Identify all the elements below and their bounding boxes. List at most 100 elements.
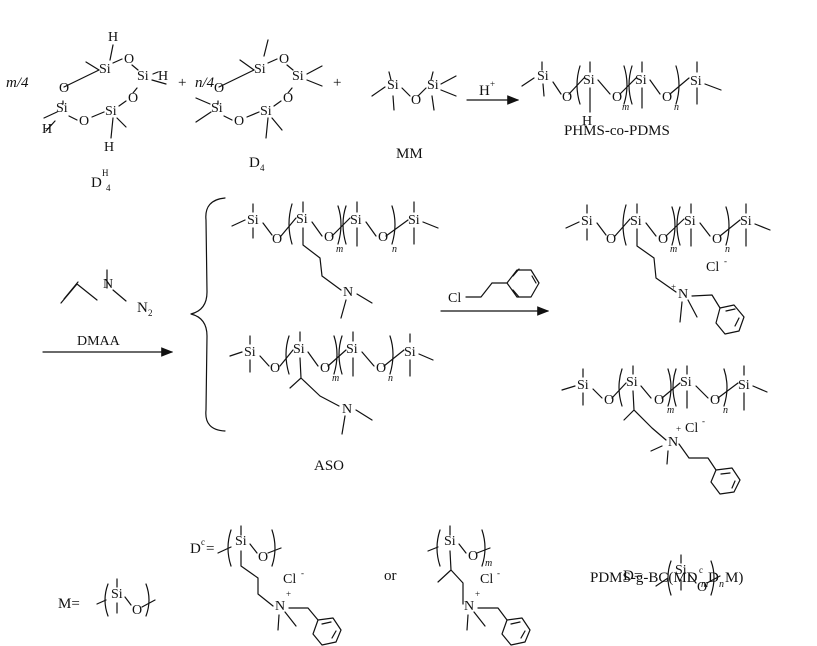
legend-dc-unit: D c = Si O N + Cl -: [190, 525, 342, 646]
atom-o: O: [654, 393, 664, 408]
charge-minus: -: [724, 256, 727, 266]
atom-si: Si: [387, 78, 399, 93]
atom-o: O: [128, 91, 138, 106]
charge-plus: +: [475, 589, 480, 599]
pdms-label-tail: M): [725, 570, 743, 586]
atom-cl: Cl: [685, 421, 698, 436]
atom-o: O: [59, 81, 69, 96]
index-n: n: [723, 405, 728, 416]
cyclic-d4-molecule: Si O Si O Si O Si O: [195, 39, 323, 139]
atom-si: Si: [408, 213, 420, 228]
atom-si: Si: [56, 101, 68, 116]
legend-m-label: M=: [58, 596, 80, 612]
index-n: n: [392, 244, 397, 255]
atom-o: O: [272, 232, 282, 247]
atom-o: O: [79, 114, 89, 129]
atom-si: Si: [537, 69, 549, 84]
legend-d-label: D=: [623, 568, 642, 584]
grouping-brace: [190, 197, 226, 432]
d4-label: D 4: [249, 155, 265, 173]
catalyst-label: H: [479, 83, 490, 99]
atom-cl: Cl: [448, 291, 461, 306]
mm-molecule: Si O Si: [371, 71, 457, 111]
aso-structure-branched: Si O Si O Si O Si N m n: [229, 331, 434, 435]
aso-label: ASO: [314, 458, 344, 474]
atom-si: Si: [260, 104, 272, 119]
atom-h: H: [108, 30, 118, 45]
benzyl-chloride-reagent: Cl: [440, 268, 550, 316]
atom-o: O: [712, 232, 722, 247]
index-n: n: [674, 102, 679, 113]
cyclic-dh4-molecule: Si O Si O Si O Si O H H H H: [42, 30, 168, 155]
coefficient-m: m/4: [6, 75, 29, 91]
legend-d-unit: D= Si O: [623, 554, 721, 596]
plus-sign: +: [333, 75, 341, 91]
atom-o: O: [658, 232, 668, 247]
atom-si: Si: [296, 212, 308, 227]
atom-o: O: [214, 81, 224, 96]
atom-si: Si: [211, 101, 223, 116]
atom-si: Si: [684, 214, 696, 229]
dh4-label-h: H: [102, 168, 109, 178]
atom-si: Si: [626, 375, 638, 390]
atom-o: O: [697, 580, 707, 595]
atom-cl: Cl: [283, 572, 296, 587]
atom-o: O: [612, 90, 622, 105]
legend-dc-alternative: Si O m N + Cl -: [427, 525, 531, 646]
atom-si: Si: [105, 104, 117, 119]
atom-si: Si: [738, 378, 750, 393]
atom-si: Si: [137, 69, 149, 84]
dmaa-label: DMAA: [77, 334, 121, 349]
atom-n: N: [678, 287, 688, 302]
atom-si: Si: [254, 62, 266, 77]
atom-si: Si: [244, 345, 256, 360]
legend-dc-label: D: [190, 541, 201, 557]
dh4-label-d: D: [91, 175, 102, 191]
atom-si: Si: [427, 78, 439, 93]
atom-o: O: [124, 52, 134, 67]
atom-o: O: [258, 550, 268, 565]
mm-label: MM: [396, 146, 423, 162]
atom-si: Si: [577, 378, 589, 393]
charge-plus: +: [286, 589, 291, 599]
index-m: m: [667, 405, 674, 416]
atom-n: N: [342, 402, 352, 417]
charge-minus: -: [702, 416, 705, 426]
atom-si: Si: [292, 69, 304, 84]
atom-si: Si: [680, 375, 692, 390]
index-m: m: [622, 102, 629, 113]
coefficient-n: n/4: [195, 75, 215, 91]
dh4-label-4: 4: [106, 183, 111, 193]
pdms-g-bc-label: PDMS-g-BC(MD c m D n M): [590, 565, 743, 590]
charge-plus: +: [671, 282, 676, 292]
atom-si: Si: [630, 214, 642, 229]
index-m: m: [336, 244, 343, 255]
index-m: m: [670, 244, 677, 255]
phms-co-pdms-structure: Si O Si O Si O Si H m n: [521, 61, 722, 129]
atom-si: Si: [247, 213, 259, 228]
atom-si: Si: [346, 342, 358, 357]
atom-si: Si: [235, 534, 247, 549]
atom-si: Si: [444, 534, 456, 549]
atom-si: Si: [404, 345, 416, 360]
reaction-arrow-1: H +: [466, 79, 520, 105]
atom-cl: Cl: [706, 260, 719, 275]
atom-si: Si: [581, 214, 593, 229]
atom-h: H: [104, 140, 114, 155]
pdms-label-n: n: [719, 579, 724, 590]
dh4-label: D H 4: [91, 168, 111, 193]
legend-m-unit: M= Si O: [58, 578, 156, 618]
plus-sign: +: [178, 75, 186, 91]
aso-structure-linear: Si O Si O Si O Si N m n: [231, 201, 439, 319]
atom-n: N: [103, 277, 113, 292]
atom-o: O: [234, 114, 244, 129]
dmaa-reagent: N N 2 DMAA: [42, 269, 174, 357]
atom-n: N: [668, 435, 678, 450]
n2-label: N: [137, 300, 148, 316]
d4-label-4: 4: [260, 163, 265, 173]
legend-or: or: [384, 568, 397, 584]
atom-si: Si: [675, 563, 687, 578]
atom-n: N: [343, 285, 353, 300]
pdms-g-bc-structure-linear: Si O Si O Si O Si N + Cl - m n: [565, 203, 771, 335]
charge-minus: -: [301, 568, 304, 578]
